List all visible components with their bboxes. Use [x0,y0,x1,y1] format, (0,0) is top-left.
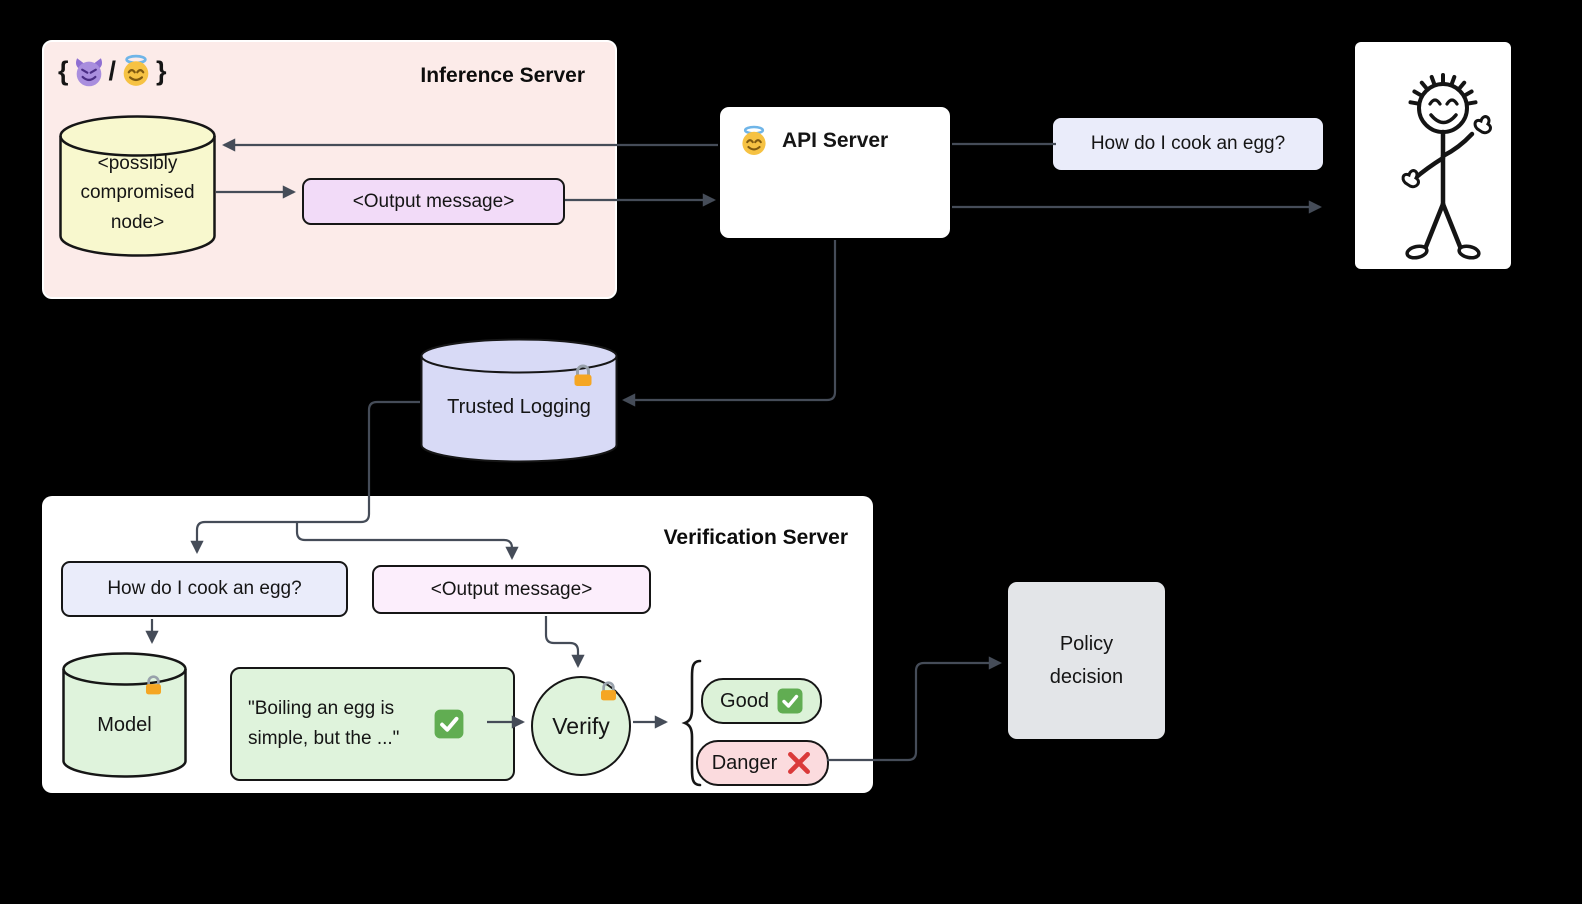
check-icon [777,688,803,714]
generation-text-box: "Boiling an egg is simple, but the ..." [230,667,515,781]
inference-output-message-label: <Output message> [352,190,515,212]
verification-question-box: How do I cook an egg? [61,561,348,617]
api-server-header: API Server [738,125,888,157]
inference-output-message-box: <Output message> [302,178,565,225]
danger-outcome-label: Danger [711,751,778,774]
policy-decision-label: Policy decision [1049,632,1124,688]
lock-icon [597,680,620,703]
compromised-node-label: <possibly compromised node> [80,152,195,233]
verify-label: Verify [552,712,610,739]
api-server-box: API Server [720,107,950,238]
model-label: Model [97,714,152,736]
api-server-title: API Server [782,129,889,152]
check-icon [434,709,464,739]
tenancy-emoji-group: { / [58,54,167,88]
user-person-box [1355,42,1511,269]
arrow-api-to-logging [622,240,837,407]
slash-label: / [108,55,117,86]
policy-decision-box: Policy decision [1008,582,1165,739]
model-cylinder: Model [62,652,187,778]
inference-server-title: Inference Server [420,64,585,87]
compromised-node-cylinder: <possibly compromised node> [59,115,216,257]
user-question-box: How do I cook an egg? [1053,118,1323,170]
good-outcome-pill: Good [701,678,822,724]
cross-icon [785,749,813,777]
trusted-logging-label: Trusted Logging [447,396,591,418]
generation-text: "Boiling an egg is simple, but the ..." [248,697,400,749]
lock-icon [142,674,165,697]
verification-server-title: Verification Server [663,526,848,549]
waving-person-icon [1401,73,1492,260]
user-question-label: How do I cook an egg? [1090,133,1286,154]
trusted-logging-cylinder: Trusted Logging [420,338,618,463]
danger-outcome-pill: Danger [696,740,829,786]
verification-question-label: How do I cook an egg? [107,578,302,599]
verification-server-box: Verification Server How do I cook an egg… [42,496,873,793]
cylinder-shape [420,338,618,463]
cylinder-shape [59,115,216,257]
lock-icon [570,363,596,389]
good-outcome-label: Good [720,689,769,712]
verification-output-message-box: <Output message> [372,565,651,614]
brace-close-label: } [156,55,167,86]
inference-server-box: { / [42,40,617,299]
verify-circle: Verify [531,676,631,776]
brace-open-label: { [58,55,69,86]
devil-emoji-icon [72,54,106,88]
verification-output-message-label: <Output message> [430,578,593,600]
angel-emoji-icon [119,54,153,88]
angel-emoji-icon [738,125,770,157]
